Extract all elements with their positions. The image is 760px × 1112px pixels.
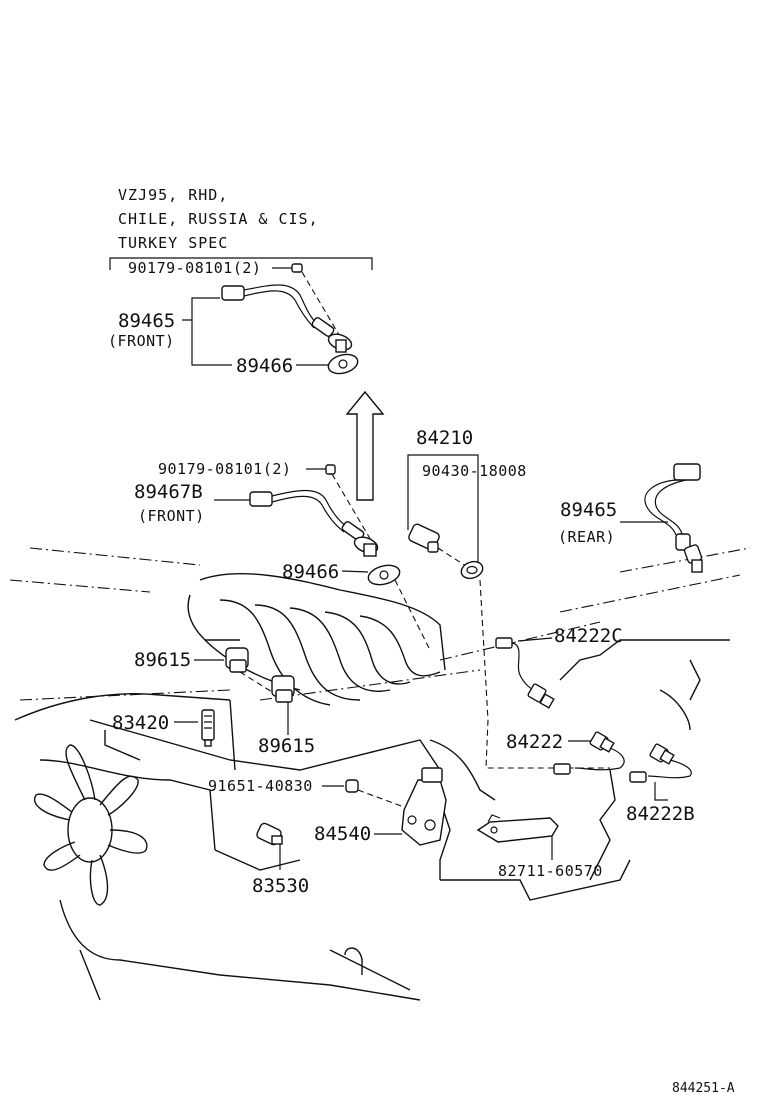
label-89615-b: 89615: [258, 735, 315, 757]
temperature-sender-icon: [201, 709, 215, 747]
label-90179-mid: 90179-08101(2): [158, 460, 291, 478]
label-90179-top: 90179-08101(2): [128, 259, 261, 277]
gasket-icon: [327, 353, 359, 375]
wire-bracket-icon: [476, 814, 559, 843]
label-89467b-tag: (FRONT): [138, 507, 205, 525]
label-84222b: 84222B: [626, 803, 695, 825]
oxygen-sensor-icon: [221, 284, 353, 353]
speed-sensor-icon: [629, 743, 692, 783]
spec-bracket: [109, 257, 373, 270]
label-89465-rear: 89465: [560, 499, 617, 521]
engine-outline: [9, 547, 751, 1001]
oxygen-sensor-icon: [644, 463, 703, 573]
oil-pressure-switch-icon: [408, 523, 467, 567]
fan-blades: [34, 744, 148, 906]
label-84222c: 84222C: [554, 625, 623, 647]
label-89615-a: 89615: [134, 649, 191, 671]
label-83530: 83530: [252, 875, 309, 897]
oil-pressure-sender-icon: [256, 822, 283, 846]
label-89465-front-tag: (FRONT): [108, 332, 175, 350]
label-84540: 84540: [314, 823, 371, 845]
bolt-icon: [291, 263, 303, 273]
label-82711: 82711-60570: [498, 862, 603, 880]
spec-note-line3: TURKEY SPEC: [118, 234, 228, 252]
knock-sensor-icon: [271, 675, 295, 703]
label-89466-top: 89466: [236, 355, 293, 377]
label-89467b-number: 89467B: [134, 481, 203, 503]
label-84210: 84210: [416, 427, 473, 449]
gasket-icon: [367, 564, 401, 586]
bolt-icon: [345, 779, 359, 793]
bolt-icon: [325, 464, 336, 475]
speed-sensor-icon: [553, 731, 625, 775]
label-83420: 83420: [112, 712, 169, 734]
neutral-start-switch-icon: [401, 767, 447, 846]
oxygen-sensor-icon: [249, 489, 379, 557]
label-91651: 91651-40830: [208, 777, 313, 795]
label-89466-mid: 89466: [282, 561, 339, 583]
label-89465-rear-tag: (REAR): [558, 528, 615, 546]
label-84222: 84222: [506, 731, 563, 753]
temperature-sensor-icon: [495, 637, 555, 709]
spec-note-line2: CHILE, RUSSIA & CIS,: [118, 210, 319, 228]
washer-icon: [460, 560, 484, 580]
up-arrow-icon: [345, 390, 385, 501]
label-90430: 90430-18008: [422, 462, 527, 480]
label-89465-front: 89465: [118, 310, 175, 332]
figure-id: 844251-A: [672, 1081, 735, 1096]
spec-note-line1: VZJ95, RHD,: [118, 186, 228, 204]
